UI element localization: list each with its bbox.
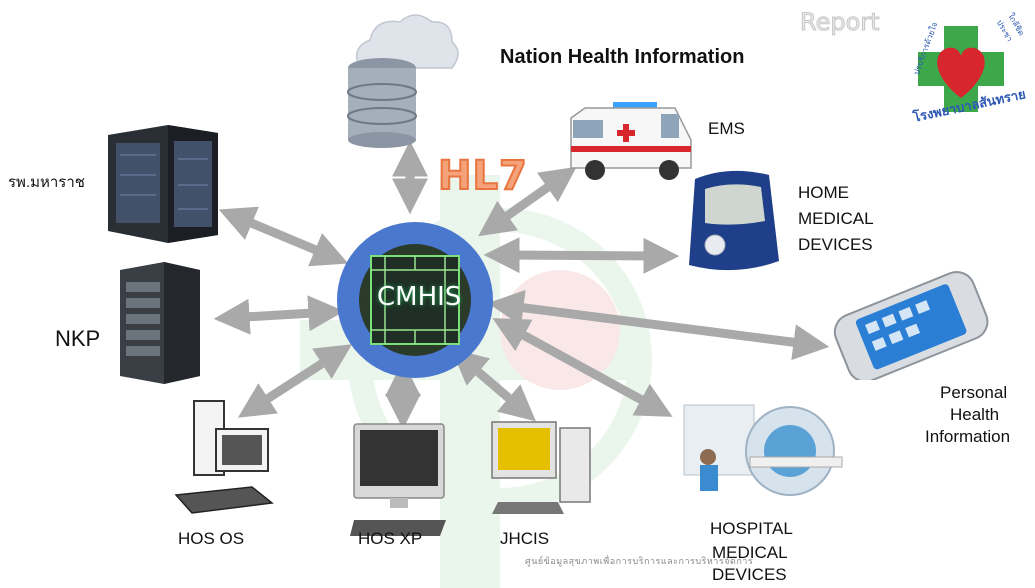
arrow-nkp: [213, 295, 345, 335]
node-home-line-2: MEDICAL: [798, 209, 874, 228]
hl7-label: HL7: [437, 152, 528, 200]
node-phi-line-1: Personal: [940, 383, 1008, 402]
diagram-title: Nation Health Information: [500, 46, 745, 68]
node-phi-line-3: Information: [925, 427, 1011, 446]
node-ems: EMS: [708, 119, 745, 138]
workstation-icon: [491, 421, 591, 514]
desktop-computer-icon: [174, 400, 274, 514]
ambulance-icon: [570, 102, 692, 180]
monitor-icon: [350, 423, 446, 536]
arrow-hospital: [492, 318, 673, 417]
arrow-ems: [478, 166, 577, 237]
arrow-maharaj: [218, 206, 349, 267]
smartphone-icon: [833, 271, 989, 380]
node-hos-xp: HOS XP: [358, 529, 423, 548]
node-hospital-line-3: DEVICES: [712, 565, 787, 584]
cmhis-hub: [337, 222, 493, 378]
node-hos-os: HOS OS: [178, 529, 245, 548]
node-phi-line-2: Health: [950, 405, 1000, 424]
node-hospital-line-2: MEDICAL: [712, 543, 788, 562]
node-home-line-3: DEVICES: [798, 235, 873, 254]
glucose-meter-icon: [689, 170, 779, 271]
tower-server-icon: [120, 262, 200, 384]
node-hospital-line-1: HOSPITAL: [710, 519, 793, 538]
arrow-hos-os: [237, 344, 353, 418]
hospital-logo-icon: [918, 26, 1004, 112]
footnote: ศูนย์ข้อมูลสุขภาพเพื่อการบริการและการบริ…: [525, 556, 754, 566]
node-home-line-1: HOME: [798, 183, 849, 202]
mri-scanner-icon: [683, 404, 843, 496]
server-rack-icon: [108, 125, 218, 243]
arrow-phi: [487, 289, 830, 361]
cloud-database-icon: [347, 14, 459, 148]
node-nkp: NKP: [55, 326, 101, 351]
node-maharaj: รพ.มหาราช: [8, 174, 85, 191]
center-label: CMHIS: [377, 282, 462, 312]
node-jhcis: JHCIS: [500, 529, 550, 548]
arrow-home: [483, 237, 680, 274]
report-logo-text: Report: [800, 8, 881, 37]
